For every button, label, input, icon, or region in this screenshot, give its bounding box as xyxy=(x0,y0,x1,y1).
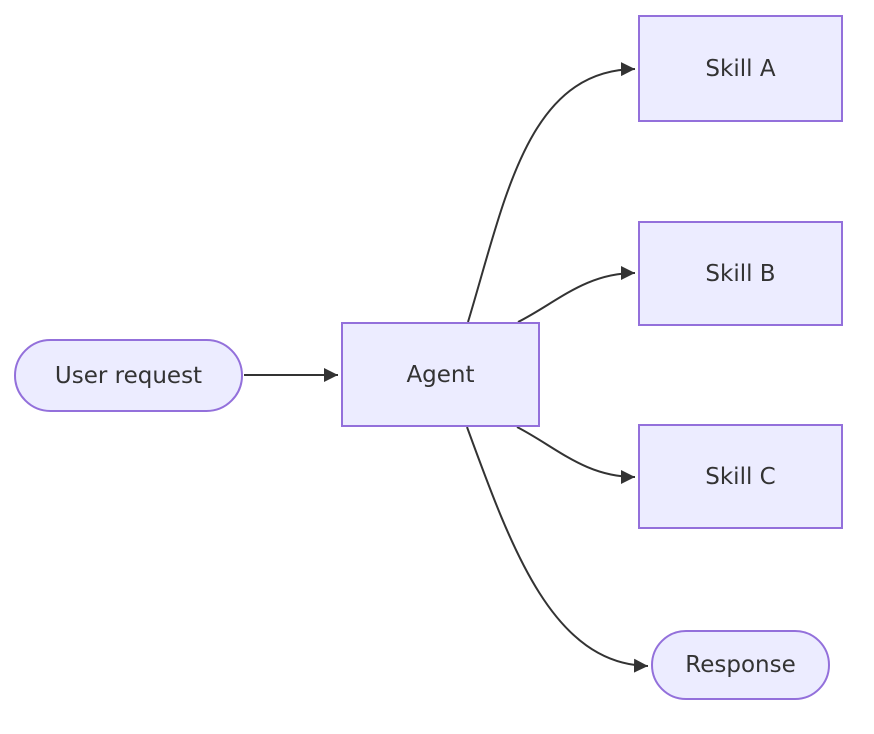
node-skill-b: Skill B xyxy=(638,221,843,326)
node-response: Response xyxy=(651,630,830,700)
node-agent: Agent xyxy=(341,322,540,427)
node-skill-c: Skill C xyxy=(638,424,843,529)
edge-agent-to-skill-a xyxy=(467,62,636,323)
node-agent-label: Agent xyxy=(406,361,475,388)
node-skill-a: Skill A xyxy=(638,15,843,122)
node-skill-a-label: Skill A xyxy=(705,55,776,82)
edge-agent-to-response xyxy=(466,426,649,673)
node-skill-b-label: Skill B xyxy=(705,260,776,287)
node-user-request-label: User request xyxy=(54,362,203,389)
edge-agent-to-skill-c xyxy=(516,426,636,484)
edge-agent-to-skill-b xyxy=(517,266,636,323)
node-response-label: Response xyxy=(685,652,796,678)
node-user-request: User request xyxy=(14,339,243,412)
node-skill-c-label: Skill C xyxy=(705,463,776,490)
